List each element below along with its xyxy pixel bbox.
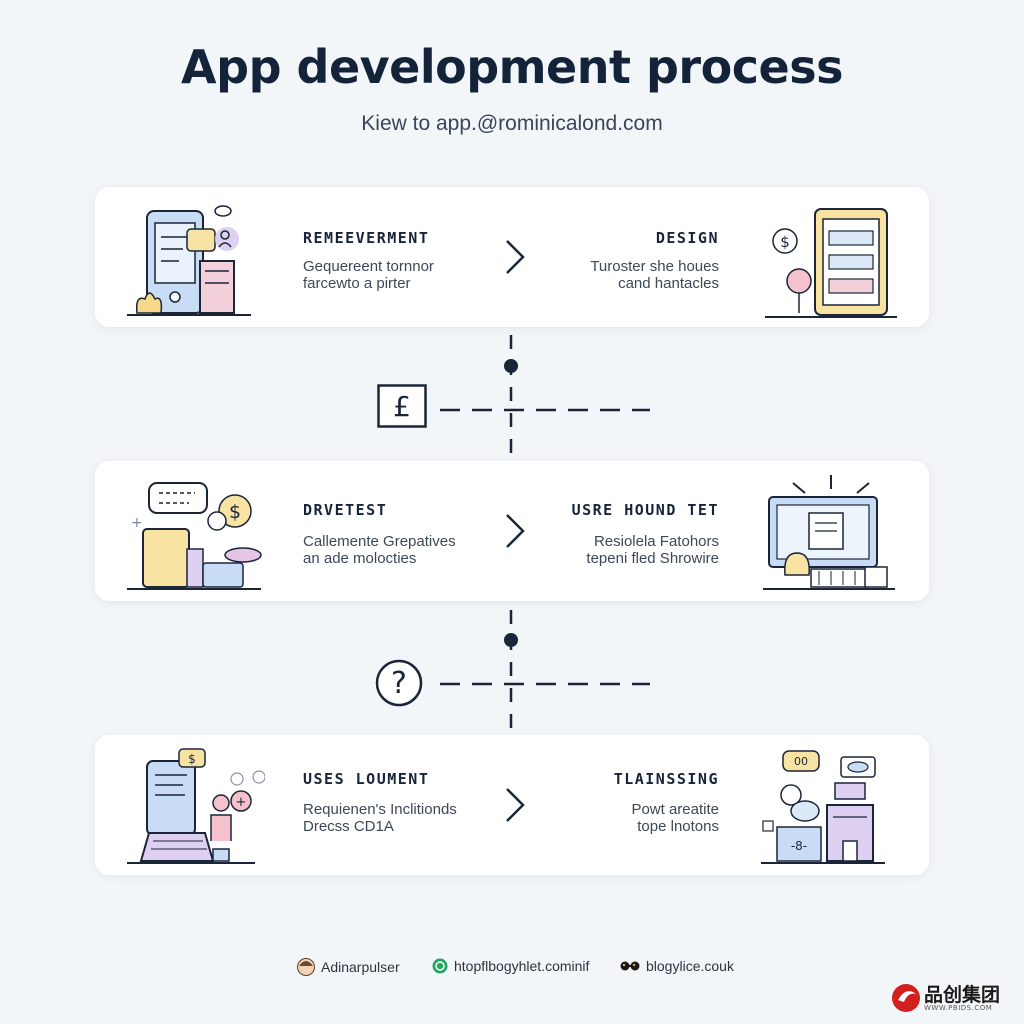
step-card-3: $ + USES LOUMENT Requienen's Inclitionds… [95, 735, 929, 875]
footer: Adinarpulser htopflbogyhlet.cominif blog… [0, 958, 1024, 978]
connector-dot [504, 359, 518, 373]
step-title: USRE HOUND TET [571, 501, 719, 519]
pound-glyph: £ [393, 390, 411, 423]
whatsapp-icon [432, 958, 448, 974]
footer-label: Adinarpulser [321, 959, 400, 975]
page-title: App development process [181, 40, 843, 94]
page-subtitle: Kiew to app.@rominicalond.com [361, 112, 663, 135]
step-description: Callemente Grepatives an ade molocties [303, 533, 456, 567]
step-description: Resiolela Fatohors tepeni fled Shrowire [586, 533, 719, 567]
svg-text:$: $ [229, 501, 241, 523]
footer-item[interactable]: htopflbogyhlet.cominif [432, 958, 589, 974]
footer-item[interactable]: blogylice.couk [620, 958, 734, 974]
chevron-right-icon [506, 788, 525, 822]
user-document-illustration: $ + [125, 745, 266, 874]
step-title: TLAINSSING [613, 770, 719, 788]
step-title: DESIGN [655, 229, 719, 247]
step-description: Requienen's Inclitionds Drecss CD1A [303, 801, 457, 835]
step-title: DRVETEST [303, 501, 388, 519]
chevron-right-icon [506, 514, 525, 548]
brand-watermark: 品创集团 WWW.PBIDS.COM [888, 978, 1016, 1018]
svg-text:$: $ [780, 233, 790, 251]
svg-text:+: + [131, 515, 143, 531]
footer-item[interactable]: Adinarpulser [297, 958, 400, 976]
svg-text:00: 00 [794, 755, 808, 768]
question-icon: ? [374, 658, 424, 708]
step-title: USES LOUMENT [303, 770, 430, 788]
footer-label: htopflbogyhlet.cominif [454, 958, 590, 974]
step-card-1: REMEEVERMENT Gequereent tornnor farcewto… [95, 187, 929, 327]
connector-dot [504, 633, 518, 647]
brand-url: WWW.PBIDS.COM [924, 1004, 993, 1012]
pound-icon: £ [377, 384, 427, 428]
brand-logo-icon [892, 984, 920, 1012]
step-title: REMEEVERMENT [303, 229, 430, 247]
svg-text:+: + [236, 795, 247, 810]
footer-label: blogylice.couk [646, 958, 734, 974]
develop-test-illustration: $ + [125, 477, 265, 596]
training-illustration: 00 -8- [761, 747, 901, 873]
step-description: Powt areatite tope lnotons [631, 801, 719, 835]
step-card-2: $ + DRVETEST Callemente Grepatives an ad… [95, 461, 929, 601]
design-tablet-illustration: $ [763, 201, 903, 327]
step-description: Gequereent tornnor farcewto a pirter [303, 258, 434, 292]
svg-text:$: $ [188, 752, 196, 766]
step-description: Turoster she houes cand hantacles [590, 258, 719, 292]
glasses-icon [620, 961, 640, 971]
avatar-icon [297, 958, 315, 976]
question-glyph: ? [391, 666, 407, 701]
chevron-right-icon [506, 240, 525, 274]
svg-text:-8-: -8- [791, 839, 807, 853]
user-test-monitor-illustration [761, 471, 901, 600]
brand-name: 品创集团 [924, 984, 1001, 1006]
phone-requirements-illustration [125, 199, 255, 328]
